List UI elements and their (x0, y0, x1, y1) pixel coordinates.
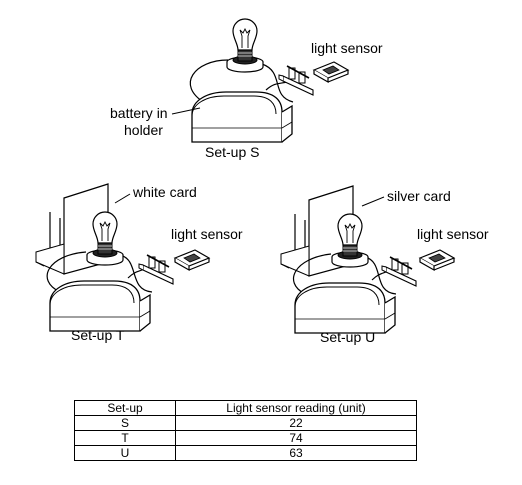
table-row: U 63 (74, 445, 417, 461)
readings-table: Set-up Light sensor reading (unit) S 22 … (74, 400, 417, 461)
wire (119, 254, 153, 293)
switch-icon (381, 256, 417, 287)
setup-s: light sensor battery in holder Set-up S (110, 18, 383, 160)
switch-icon (278, 65, 314, 96)
setup-caption: Set-up S (205, 144, 259, 160)
setup-cell: S (74, 415, 176, 431)
setup-u: silver card light sensor Set-up U (280, 185, 489, 345)
reading-cell: 63 (175, 445, 417, 461)
wire (265, 81, 288, 91)
reading-cell: 74 (175, 430, 417, 446)
light-sensor-icon (313, 61, 349, 83)
light-sensor-icon (174, 249, 210, 271)
table-row: T 74 (74, 430, 417, 446)
wire (189, 59, 229, 104)
setup-caption: Set-up T (71, 327, 125, 343)
wire (293, 253, 332, 295)
reading-cell: 22 (175, 415, 417, 431)
battery-pointer (171, 107, 201, 115)
column-header: Set-up (74, 400, 176, 416)
sensor-label: light sensor (417, 226, 489, 242)
card-label: white card (132, 184, 197, 200)
sensor-label: light sensor (171, 226, 243, 242)
battery-holder-icon (191, 91, 293, 143)
card-pointer (114, 193, 131, 204)
battery-holder-icon (49, 280, 151, 332)
battery-label: battery in (110, 105, 168, 121)
sensor-label: light sensor (311, 40, 383, 56)
battery-holder-icon (294, 282, 396, 334)
setup-t: white card light sensor Set-up T (35, 183, 243, 343)
battery-label: holder (124, 122, 163, 138)
setup-cell: U (74, 445, 176, 461)
switch-icon (138, 254, 174, 285)
column-header: Light sensor reading (unit) (175, 400, 417, 416)
light-sensor-icon (419, 249, 455, 271)
card-pointer (361, 196, 385, 207)
table-header-row: Set-up Light sensor reading (unit) (74, 400, 417, 416)
light-bulb-icon (226, 18, 264, 73)
card-label: silver card (387, 188, 451, 204)
wire (46, 251, 87, 293)
setup-cell: T (74, 430, 176, 446)
table-row: S 22 (74, 415, 417, 431)
wire (364, 256, 397, 295)
setup-caption: Set-up U (320, 329, 375, 345)
